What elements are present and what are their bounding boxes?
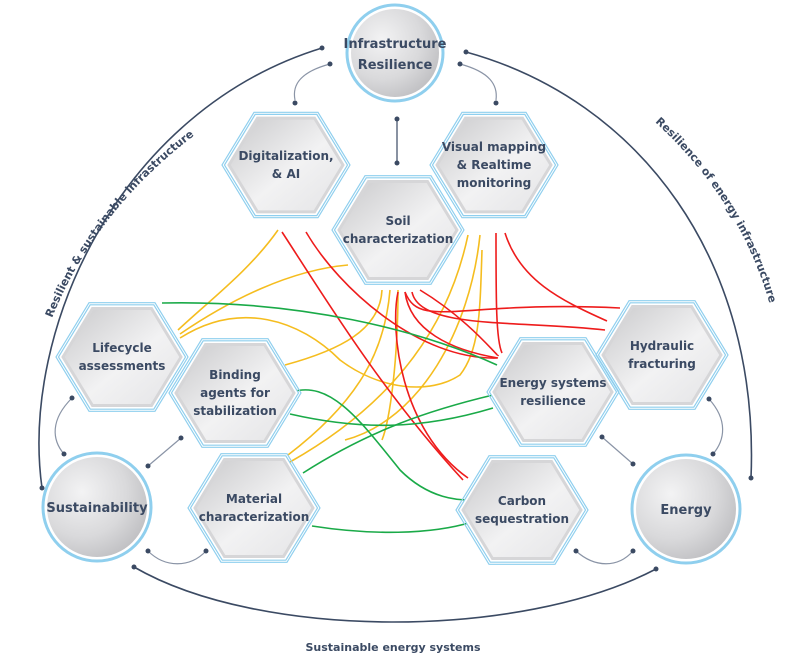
connection-curve-red <box>394 291 469 479</box>
hexagon-shape <box>174 343 296 443</box>
node-energy[interactable]: Energy <box>630 453 742 565</box>
node-digitalization[interactable]: Digitalization, & AI <box>221 111 351 219</box>
inner-links <box>54 61 724 565</box>
svg-text:Energy: Energy <box>660 503 712 518</box>
hexagon-label: Material <box>226 492 282 506</box>
connection-curve-red <box>411 291 606 331</box>
hexagon-label: Soil <box>385 214 410 228</box>
hexagon-shape <box>337 180 459 280</box>
node-carbon-sequestration[interactable]: Carbon sequestration <box>455 455 589 565</box>
right-arc-label: Resilience of energy infrastructure <box>653 115 779 305</box>
connection-curve-yellow <box>284 289 383 366</box>
hexagon-shape <box>492 342 614 442</box>
connection-curve-red <box>504 232 608 322</box>
bottom-arc-label: Sustainable energy systems <box>306 641 481 654</box>
node-soil-characterization[interactable]: Soil characterization <box>331 175 465 285</box>
connection-curve-green <box>161 301 498 366</box>
hexagon-label: Hydraulic <box>630 339 694 353</box>
hexagon-shape <box>601 305 723 405</box>
connection-curve-green <box>291 389 471 501</box>
hexagon-shape <box>168 338 302 448</box>
hexagon-label: stabilization <box>193 404 277 418</box>
hexagon-label: Energy systems <box>499 376 606 390</box>
hexagon-label: monitoring <box>457 176 532 190</box>
node-binding-agents[interactable]: Binding agents for stabilization <box>168 338 302 448</box>
connection-curve-yellow <box>179 264 349 335</box>
node-lifecycle-assessments[interactable]: Lifecycle assessments <box>55 302 189 412</box>
hexagon-label: & AI <box>272 167 300 181</box>
hexagon-label: fracturing <box>628 357 696 371</box>
connection-curve-yellow <box>381 289 399 441</box>
hexagon-label: & Realtime <box>457 158 532 172</box>
hexagon-label: Visual mapping <box>442 140 546 154</box>
connection-curve-yellow <box>177 229 279 331</box>
hexagon-label: Binding <box>209 368 261 382</box>
connection-curve-green <box>289 407 494 427</box>
connection-curve-green <box>311 521 473 534</box>
connection-curve-red <box>404 291 499 359</box>
hexagon-shape <box>61 307 183 407</box>
right-arc <box>465 51 753 479</box>
connection-curve-red <box>281 231 464 481</box>
svg-text:Resilience: Resilience <box>358 58 433 73</box>
hexagon-shape <box>55 302 189 412</box>
connection-curve-yellow <box>344 234 481 441</box>
connection-curve-red <box>305 231 498 359</box>
hexagon-label: agents for <box>200 386 270 400</box>
hexagon-shape <box>193 458 315 558</box>
hexagon-label: resilience <box>520 394 585 408</box>
node-sustainability[interactable]: Sustainability <box>41 451 153 563</box>
connection-curves <box>161 229 621 534</box>
hexagon-shape <box>435 116 553 214</box>
connection-curve-yellow <box>289 234 469 463</box>
node-infrastructure-resilience[interactable]: Infrastructure Resilience <box>344 3 447 103</box>
connection-curve-red <box>404 291 621 313</box>
connection-curve-red <box>495 232 503 354</box>
left-arc <box>38 47 323 489</box>
hexagon-label: Digitalization, <box>238 149 333 163</box>
hexagon-shape <box>429 111 559 219</box>
hexagon-shape <box>486 337 620 447</box>
outer-arcs <box>38 45 754 623</box>
hexagon-nodes: Digitalization, & AI Visual mapping & Realt… <box>55 111 729 565</box>
connection-curve-yellow <box>287 289 391 456</box>
node-energy-systems-resilience[interactable]: Energy systems resilience <box>486 337 620 447</box>
hexagon-label: assessments <box>79 359 166 373</box>
node-hydraulic-fracturing[interactable]: Hydraulic fracturing <box>595 300 729 410</box>
hexagon-shape <box>331 175 465 285</box>
svg-text:Infrastructure: Infrastructure <box>344 37 447 52</box>
hexagon-shape <box>227 116 345 214</box>
hexagon-shape <box>221 111 351 219</box>
hexagon-label: characterization <box>343 232 454 246</box>
hexagon-shape <box>187 453 321 563</box>
svg-text:Sustainability: Sustainability <box>46 501 148 516</box>
hexagon-label: Carbon <box>498 494 546 508</box>
hexagon-label: characterization <box>199 510 310 524</box>
hexagon-label: Lifecycle <box>92 341 151 355</box>
node-material-characterization[interactable]: Material characterization <box>187 453 321 563</box>
hexagon-shape <box>455 455 589 565</box>
connection-curve-green <box>302 394 494 474</box>
bottom-arc <box>133 566 657 623</box>
left-arc-label: Resilient & sustainable infrastructure <box>43 127 196 319</box>
circle-nodes: Infrastructure Resilience Sustainability… <box>41 3 742 565</box>
hexagon-shape <box>461 460 583 560</box>
hexagon-label: sequestration <box>475 512 569 526</box>
node-visual-mapping[interactable]: Visual mapping & Realtime monitoring <box>429 111 559 219</box>
